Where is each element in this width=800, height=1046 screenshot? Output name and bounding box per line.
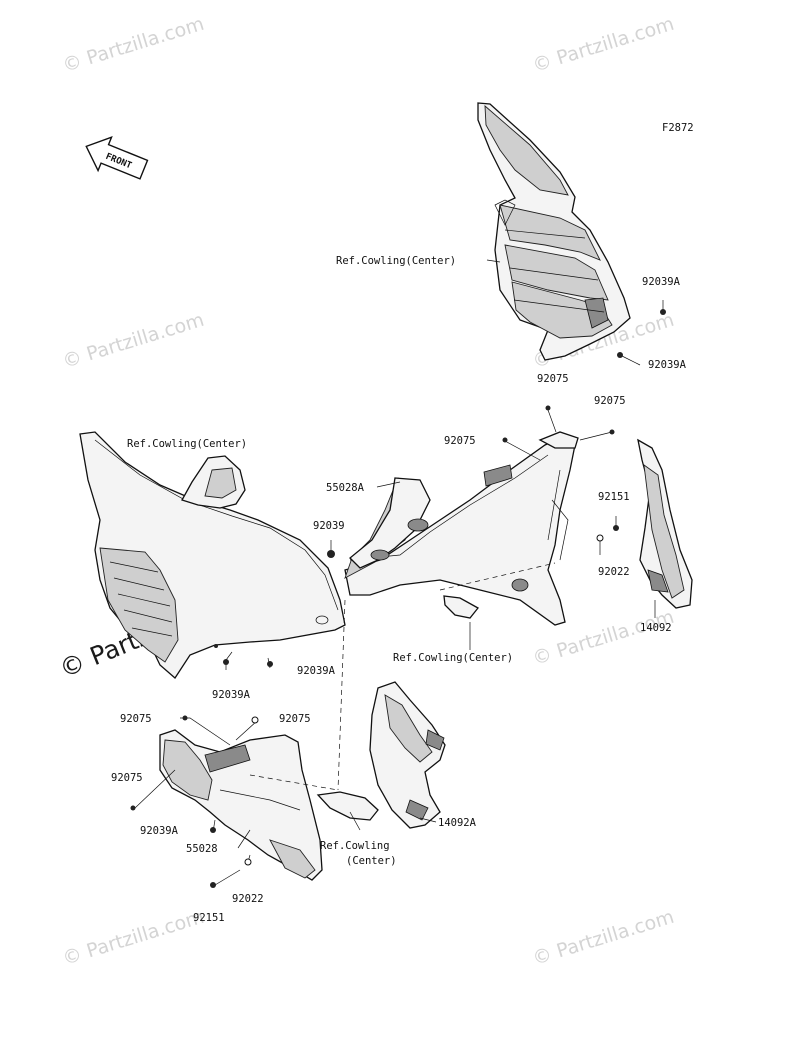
bolt-icon <box>617 352 623 358</box>
watermark-top-left: © Partzilla.com <box>60 13 207 77</box>
left-cowling <box>79 431 346 679</box>
bolt-icon <box>210 827 216 833</box>
label-92075-d: 92075 <box>120 713 152 725</box>
center-inner-panel <box>344 431 579 626</box>
label-92022-right: 92022 <box>598 566 630 578</box>
label-92039A-left-1: 92039A <box>297 665 336 677</box>
watermark-top-right: © Partzilla.com <box>530 13 677 77</box>
label-92075-f: 92075 <box>111 772 143 784</box>
bolt-icon <box>609 429 615 435</box>
bolt-icon <box>223 659 229 665</box>
label-92075-b: 92075 <box>594 395 626 407</box>
label-14092A: 14092A <box>438 817 477 829</box>
label-55028: 55028 <box>186 843 218 855</box>
label-92039: 92039 <box>313 520 345 532</box>
part-labels: Ref.Cowling(Center) 92039A 92039A 92075 … <box>111 255 687 924</box>
bolt-icon <box>613 525 619 531</box>
right-narrow-panel <box>637 438 693 609</box>
bolt-icon <box>267 661 273 667</box>
label-92075-e: 92075 <box>279 713 311 725</box>
bolt-icon <box>327 550 335 558</box>
bolt-icon <box>130 805 136 811</box>
washer-icon <box>244 858 252 866</box>
label-ref-cowling-lower-2: (Center) <box>346 855 397 867</box>
label-92039A-upper-2: 92039A <box>648 359 687 371</box>
label-55028A: 55028A <box>326 482 365 494</box>
lower-left-panel <box>159 729 323 881</box>
bolt-icon <box>545 405 551 411</box>
label-ref-cowling-center: Ref.Cowling(Center) <box>393 652 513 664</box>
washer-icon <box>251 716 259 724</box>
label-92039A-upper: 92039A <box>642 276 681 288</box>
label-ref-cowling-left: Ref.Cowling(Center) <box>127 438 247 450</box>
front-arrow-icon: FRONT <box>85 135 149 180</box>
bolt-icon <box>660 309 666 315</box>
label-14092: 14092 <box>640 622 672 634</box>
label-ref-cowling-upper: Ref.Cowling(Center) <box>336 255 456 267</box>
bolt-icon <box>182 715 188 721</box>
label-92039A-lower: 92039A <box>140 825 179 837</box>
label-92151-lower: 92151 <box>193 912 225 924</box>
fastener-dots <box>130 309 666 888</box>
label-92039A-left-2: 92039A <box>212 689 251 701</box>
label-92022-lower: 92022 <box>232 893 264 905</box>
bolt-icon <box>210 882 216 888</box>
lower-center-panel <box>316 681 446 829</box>
label-ref-cowling-lower-1: Ref.Cowling <box>320 840 390 852</box>
washer-icon <box>596 534 604 542</box>
label-92075-c: 92075 <box>444 435 476 447</box>
label-92151-right: 92151 <box>598 491 630 503</box>
bolt-icon <box>502 437 508 443</box>
label-92075-a: 92075 <box>537 373 569 385</box>
upper-right-cowling <box>477 102 631 361</box>
leader-lines <box>134 259 664 886</box>
figure-code: F2872 <box>662 122 694 134</box>
watermark-mid-left: © Partzilla.com <box>60 309 207 373</box>
watermark-bottom-right: © Partzilla.com <box>530 906 677 970</box>
watermark-bottom-left: © Partzilla.com <box>60 906 207 970</box>
